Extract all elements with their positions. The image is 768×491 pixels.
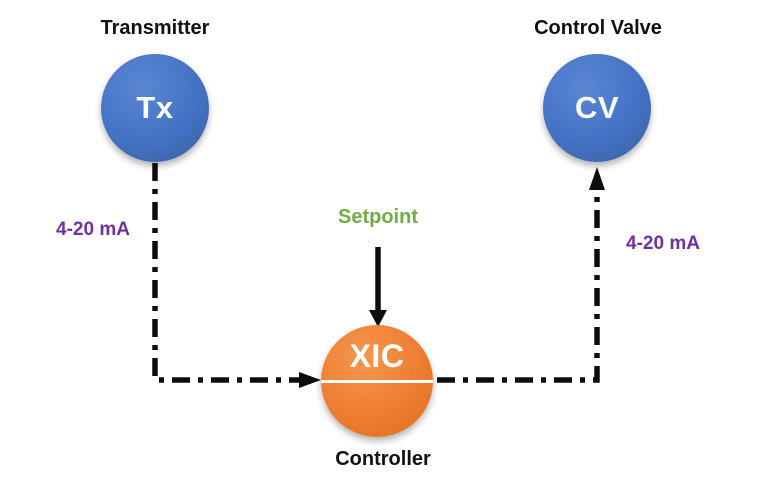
controller-divider-line (321, 379, 433, 383)
controller-symbol: XIC (349, 338, 405, 374)
transmitter-node: Tx (101, 54, 209, 162)
arrowhead-setpoint (369, 310, 387, 327)
controller-node: XIC (321, 325, 433, 437)
control-valve-label: Control Valve (534, 17, 662, 39)
arrowhead-into-valve (589, 167, 605, 190)
wire-transmitter-to-controller (152, 163, 299, 383)
signal-label-left: 4-20 mA (56, 219, 130, 240)
arrowhead-into-controller (299, 372, 321, 388)
setpoint-label: Setpoint (338, 206, 418, 228)
control-valve-node: CV (543, 54, 651, 162)
signal-label-right: 4-20 mA (626, 233, 700, 254)
transmitter-symbol: Tx (136, 90, 174, 125)
controller-label: Controller (335, 448, 431, 470)
wire-controller-to-valve (437, 190, 600, 383)
transmitter-label: Transmitter (100, 17, 210, 39)
control-valve-symbol: CV (574, 90, 620, 125)
